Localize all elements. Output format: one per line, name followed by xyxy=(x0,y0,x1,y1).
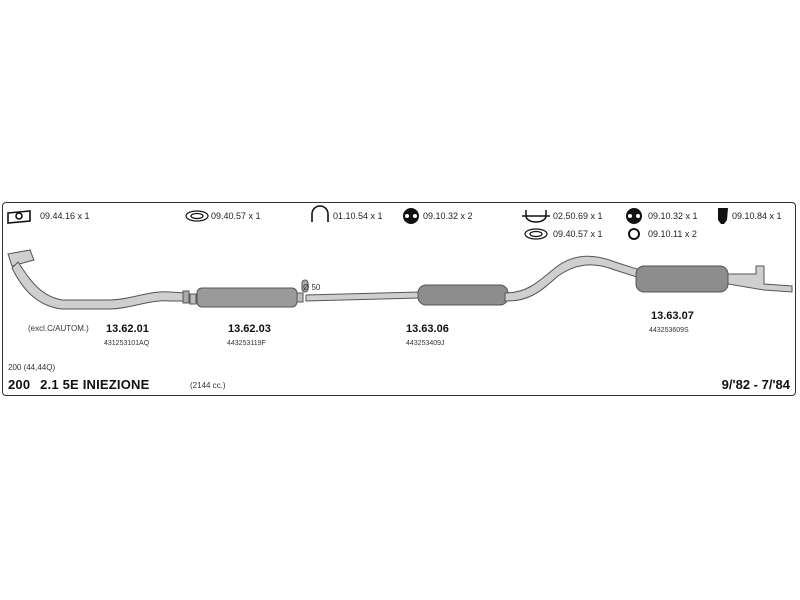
oem-number: 431253101AQ xyxy=(104,340,150,347)
part-number: 13.62.03 xyxy=(228,323,271,335)
flange-gasket-icon xyxy=(7,210,31,224)
ring-gasket-icon xyxy=(185,210,209,222)
vehicle-displacement: (2144 cc.) xyxy=(190,381,226,390)
centre-silencer-body xyxy=(417,284,509,306)
clamp-icon xyxy=(311,205,329,222)
rubber-hanger-icon xyxy=(403,208,419,224)
accessory-code: 09.40.57 x 1 xyxy=(211,211,261,221)
rear-silencer xyxy=(635,265,793,293)
accessory-code: 01.10.54 x 1 xyxy=(333,211,383,221)
front-pipe-end xyxy=(182,290,190,304)
vehicle-power: 200 (44,44Q) xyxy=(8,363,56,372)
middle-pipe-inlet xyxy=(189,293,197,305)
vehicle-model: 200 xyxy=(8,377,31,392)
rubber-hanger-icon xyxy=(626,208,642,224)
part-number: 13.62.01 xyxy=(106,323,149,335)
part-number: 13.63.06 xyxy=(406,323,449,335)
middle-muffler-body xyxy=(196,287,298,308)
middle-pipe-outlet xyxy=(296,292,304,303)
u-bolt-icon xyxy=(522,210,550,223)
front-pipe-body xyxy=(11,261,187,310)
accessory-code: 09.44.16 x 1 xyxy=(40,211,90,221)
accessory-code: 09.10.32 x 1 xyxy=(648,211,698,221)
rear-tail-pipe xyxy=(727,265,793,293)
front-pipe-flange xyxy=(7,249,35,267)
oem-number: 443253609S xyxy=(649,327,689,334)
centre-silencer xyxy=(305,255,641,306)
accessory-code: 09.10.11 x 2 xyxy=(648,229,697,239)
rear-silencer-body xyxy=(635,265,729,293)
centre-tail-pipe xyxy=(504,255,641,302)
vehicle-years: 9/'82 - 7/'84 xyxy=(721,377,790,392)
middle-pipe-connector xyxy=(301,279,309,293)
middle-pipe xyxy=(189,279,309,308)
accessory-code: 09.40.57 x 1 xyxy=(553,229,603,239)
front-pipe xyxy=(7,249,190,310)
connecting-pipe xyxy=(305,291,421,302)
rubber-block-icon xyxy=(718,208,728,224)
vehicle-model-line: 200 2.1 5E INIEZIONE xyxy=(8,377,156,392)
oem-number: 443253119F xyxy=(227,340,266,347)
part-note: (excl.C/AUTOM.) xyxy=(28,324,89,333)
rubber-ring-icon xyxy=(628,228,640,240)
vehicle-engine: 2.1 5E INIEZIONE xyxy=(40,377,150,392)
accessory-code: 09.10.32 x 2 xyxy=(423,211,473,221)
part-number: 13.63.07 xyxy=(651,310,694,322)
accessory-code: 02.50.69 x 1 xyxy=(553,211,603,221)
oem-number: 443253409J xyxy=(406,340,445,347)
accessory-code: 09.10.84 x 1 xyxy=(732,211,782,221)
diameter-note: Ø 50 xyxy=(303,283,321,292)
ring-gasket-icon xyxy=(524,228,548,240)
